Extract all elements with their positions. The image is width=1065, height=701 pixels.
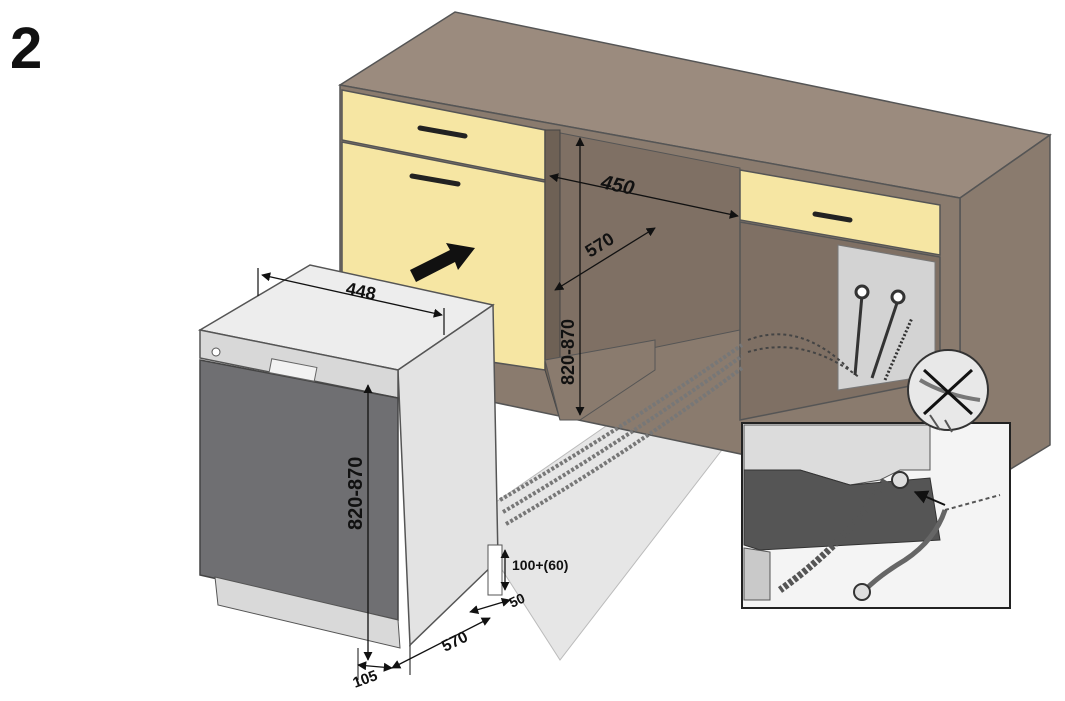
dim-line-plinth-depth xyxy=(357,661,393,672)
label-niche-height: 820-870 xyxy=(558,319,578,385)
no-kink-detail xyxy=(907,349,989,433)
right-drawer xyxy=(739,169,941,256)
drawer-handle-lower xyxy=(409,173,461,187)
detail-inset xyxy=(741,422,1011,609)
label-appliance-height: 820-870 xyxy=(345,457,367,530)
label-plinth-depth: 105 xyxy=(351,667,380,692)
insert-arrow xyxy=(410,243,475,282)
dim-line-niche-depth xyxy=(554,227,656,291)
drawer-handle-upper xyxy=(417,125,468,139)
dim-line-side-clearance xyxy=(469,597,511,615)
hoses xyxy=(498,333,861,526)
power-button-icon xyxy=(211,347,221,357)
drawer-handle-right xyxy=(812,211,853,223)
hose-outlet xyxy=(487,544,503,596)
water-supply-fittings xyxy=(853,284,914,381)
label-base-depth: 570 xyxy=(439,629,471,656)
step-number: 2 xyxy=(10,16,43,81)
label-side-clearance: 50 xyxy=(507,590,528,611)
dim-line-base-depth xyxy=(391,617,491,669)
niche-post xyxy=(544,339,656,421)
label-hose-gap: 100+(60) xyxy=(512,557,568,573)
appliance-display xyxy=(268,358,318,382)
dim-line-appliance-width xyxy=(261,272,443,318)
